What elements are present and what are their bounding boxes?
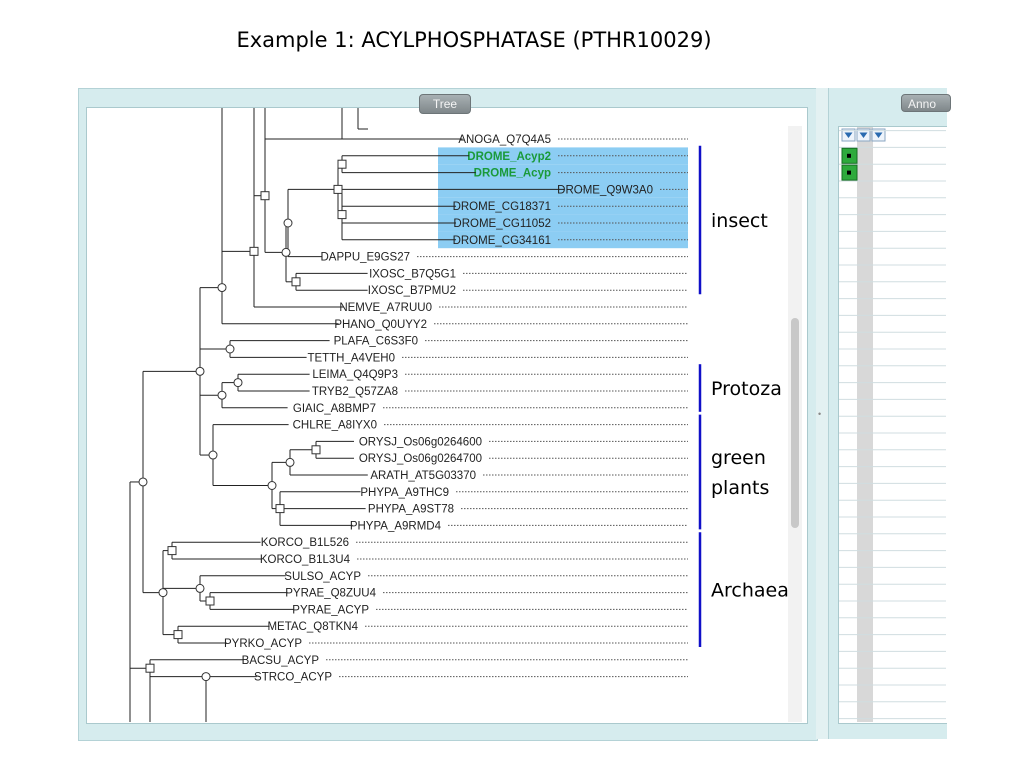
leaf-label: TETTH_A4VEH0 bbox=[307, 352, 395, 364]
tree-node-circle bbox=[217, 283, 227, 293]
group-label: green bbox=[711, 447, 766, 469]
leaf-label: DROME_CG11052 bbox=[453, 218, 551, 230]
leaf-label: LEIMA_Q4Q9P3 bbox=[312, 369, 398, 381]
leaf-label: ORYSJ_Os06g0264700 bbox=[359, 453, 482, 465]
chevron-down-icon bbox=[859, 132, 868, 138]
tree-node-circle bbox=[158, 588, 168, 598]
leaf-label: STRCO_ACYP bbox=[254, 672, 332, 684]
tree-node-circle bbox=[201, 672, 211, 682]
leaf-label: DROME_CG18371 bbox=[453, 201, 551, 213]
leaf-label: IXOSC_B7Q5G1 bbox=[369, 268, 456, 280]
leaf-label: ANOGA_Q7Q4A5 bbox=[458, 134, 551, 146]
tree-node-circle bbox=[208, 450, 218, 460]
tree-node-square bbox=[173, 630, 183, 640]
leaf-label: BACSU_ACYP bbox=[242, 655, 320, 667]
annotation-mark-icon bbox=[847, 153, 851, 158]
leaf-label: IXOSC_B7PMU2 bbox=[368, 285, 456, 297]
tree-node-circle bbox=[233, 378, 243, 388]
tree-node-square bbox=[145, 663, 155, 673]
chevron-down-icon bbox=[874, 132, 883, 138]
tree-node-circle bbox=[138, 477, 148, 487]
tree-node-square bbox=[249, 246, 259, 256]
leaf-label: PYRAE_ACYP bbox=[292, 604, 369, 616]
leaf-label: METAC_Q8TKN4 bbox=[267, 621, 358, 633]
tree-node-square bbox=[167, 546, 177, 556]
group-label: insect bbox=[711, 210, 768, 232]
leaf-label: ARATH_AT5G03370 bbox=[370, 470, 476, 482]
tree-scrollbar-thumb[interactable] bbox=[791, 318, 799, 528]
tree-node-square bbox=[260, 191, 270, 201]
leaf-label: GIAIC_A8BMP7 bbox=[293, 403, 376, 415]
leaf-label: NEMVE_A7RUU0 bbox=[339, 302, 432, 314]
leaf-label: TRYB2_Q57ZA8 bbox=[312, 386, 398, 398]
annotation-panel-label[interactable]: Anno bbox=[901, 94, 951, 112]
tree-node-square bbox=[291, 277, 301, 287]
leaf-label: PHANO_Q0UYY2 bbox=[334, 319, 427, 331]
leaf-label: DROME_Acyp2 bbox=[467, 151, 551, 163]
tree-node-square bbox=[311, 445, 321, 455]
leaf-highlight bbox=[438, 164, 688, 181]
panel-splitter[interactable] bbox=[816, 88, 828, 739]
leaf-highlight bbox=[438, 147, 688, 165]
leaf-label: PHYPA_A9ST78 bbox=[368, 504, 454, 516]
leaf-label: DAPPU_E9GS27 bbox=[321, 252, 411, 264]
tree-node-square bbox=[333, 184, 343, 194]
leaf-label: CHLRE_A8IYX0 bbox=[293, 420, 377, 432]
leaf-label: PYRAE_Q8ZUU4 bbox=[285, 588, 376, 600]
leaf-label: DROME_Acyp bbox=[474, 168, 551, 180]
leaf-label: SULSO_ACYP bbox=[284, 571, 361, 583]
group-label: Archaea bbox=[711, 580, 789, 602]
tree-node-circle bbox=[195, 583, 205, 593]
group-label: plants bbox=[711, 477, 769, 499]
tree-node-circle bbox=[217, 390, 227, 400]
annotation-column-shade bbox=[857, 127, 873, 722]
tree-node-circle bbox=[267, 481, 277, 490]
tree-node-square bbox=[275, 504, 285, 514]
splitter-grip-icon: • bbox=[818, 409, 822, 419]
leaf-label: PHYPA_A9THC9 bbox=[360, 487, 449, 499]
leaf-label: PLAFA_C6S3F0 bbox=[334, 336, 418, 348]
tree-node-circle bbox=[283, 218, 293, 228]
tree-node-circle bbox=[195, 366, 205, 376]
leaf-label: ORYSJ_Os06g0264600 bbox=[359, 436, 482, 448]
tree-node-circle bbox=[225, 344, 235, 354]
chevron-down-icon bbox=[844, 132, 853, 138]
annotation-grid[interactable] bbox=[838, 126, 947, 724]
tree-node-square bbox=[337, 210, 347, 220]
leaf-label: DROME_Q9W3A0 bbox=[557, 184, 653, 196]
tree-node-square bbox=[337, 159, 347, 169]
leaf-highlight bbox=[438, 214, 688, 232]
leaf-label: DROME_CG34161 bbox=[453, 235, 551, 247]
tree-node-circle bbox=[285, 457, 295, 467]
leaf-label: KORCO_B1L526 bbox=[261, 537, 349, 549]
leaf-label: PYRKO_ACYP bbox=[224, 638, 302, 650]
tree-node-circle bbox=[281, 247, 291, 257]
tree-node-square bbox=[205, 596, 215, 606]
leaf-highlight bbox=[438, 197, 688, 215]
page-title: Example 1: ACYLPHOSPHATASE (PTHR10029) bbox=[236, 28, 712, 52]
group-label: Protoza bbox=[711, 378, 782, 400]
annotation-mark-icon bbox=[847, 170, 851, 175]
leaf-label: KORCO_B1L3U4 bbox=[260, 554, 351, 566]
tree-panel-label[interactable]: Tree bbox=[419, 94, 471, 114]
leaf-label: PHYPA_A9RMD4 bbox=[350, 520, 442, 532]
leaf-highlight bbox=[438, 231, 688, 249]
